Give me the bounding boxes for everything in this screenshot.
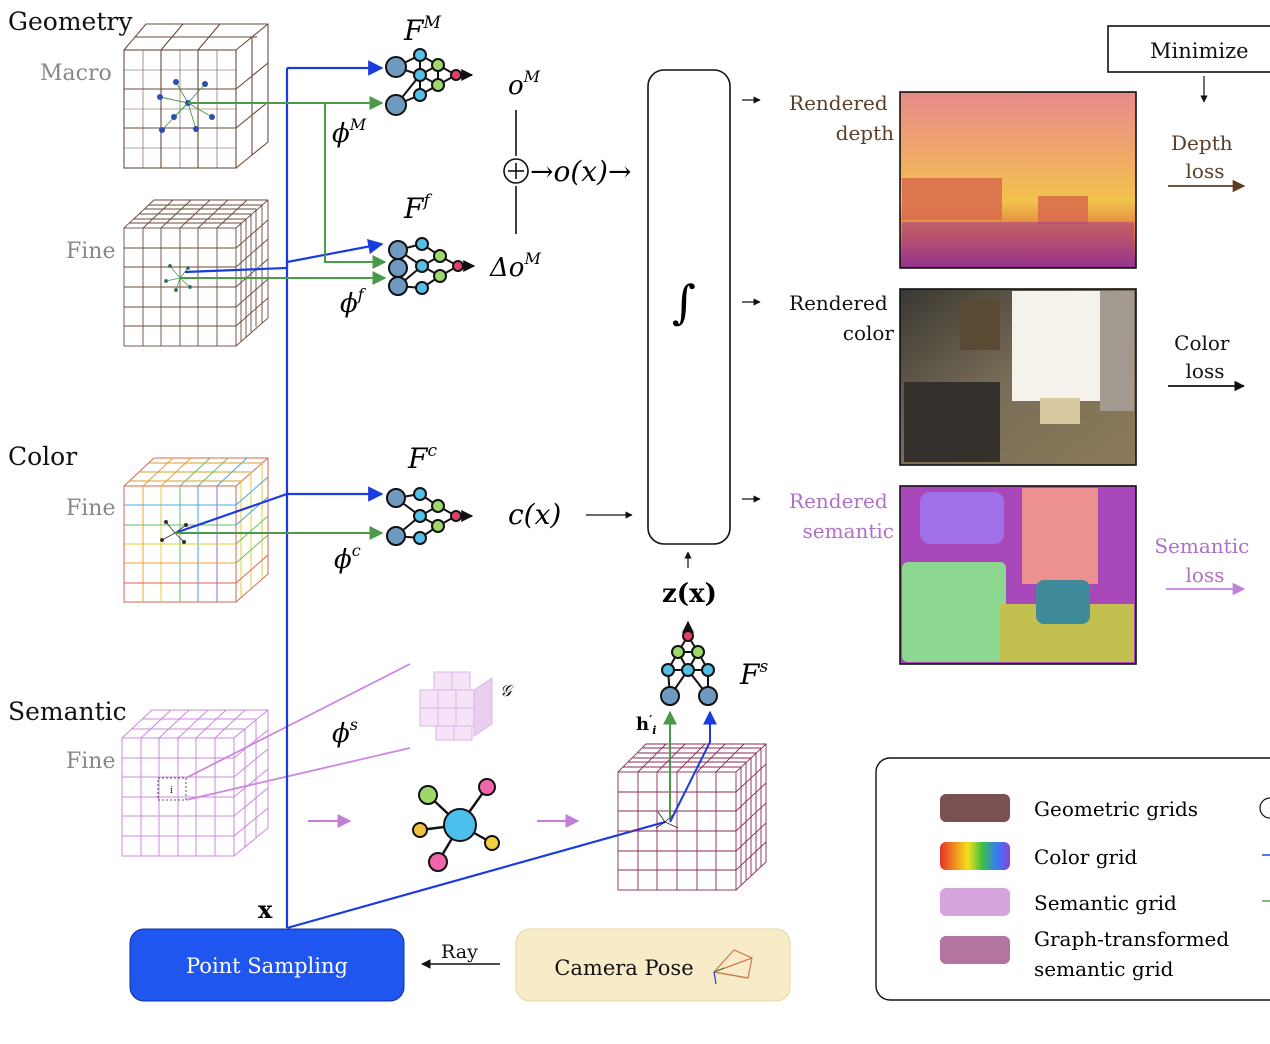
color-loss-label: Color loss: [1174, 331, 1236, 383]
volume-rendering-integral-box: [647, 69, 731, 545]
label-Ff: Ff: [403, 191, 432, 225]
label-c-x: c(x): [508, 498, 561, 531]
label-phic: ϕc: [334, 541, 361, 575]
color-grid-nodes: [159, 520, 188, 545]
x-label: x: [258, 895, 273, 924]
graph-voxel-block: [419, 671, 493, 741]
graph-node-icon: [412, 778, 500, 872]
legend-swatch-graph: [940, 936, 1010, 964]
mlp-icon-Fc: [386, 487, 474, 546]
label-phif: ϕf: [340, 285, 367, 319]
mlp-icon-Ff: [388, 237, 476, 296]
rendered-color-label: Rendered color: [789, 291, 894, 345]
legend-geometric-grids: Geometric grids: [1034, 797, 1198, 821]
camera-pose-box: [515, 928, 791, 1002]
macro-interpolation-nodes: [157, 79, 215, 133]
mlp-icon-Fs: [660, 620, 718, 706]
label-color: Color: [8, 442, 77, 471]
ray-label: Ray: [441, 941, 478, 963]
label-oM: oM: [508, 67, 541, 101]
graph-transformed-grid-cube: [617, 743, 767, 891]
label-fine-color: Fine: [66, 496, 116, 521]
semantic-cell-marker: i: [157, 777, 187, 801]
depth-loss-label: Depth loss: [1171, 131, 1239, 183]
feature-arrow-x-to-Fs: [669, 710, 717, 823]
label-fine-geometry: Fine: [66, 239, 116, 264]
label-macro: Macro: [40, 61, 112, 86]
label-semantic: Semantic: [8, 697, 127, 726]
legend-partial-circle: [1259, 797, 1270, 819]
semantic-projection-line-bottom: [185, 747, 411, 801]
macro-grid-cube: [123, 23, 269, 169]
sample-point-x-lines: [174, 60, 666, 930]
label-FM: FM: [403, 13, 441, 47]
point-sampling-box: [129, 928, 405, 1002]
rendered-depth-image: [899, 91, 1137, 269]
minimize-label: Minimize: [1150, 39, 1249, 63]
fine-geometry-grid-cube: [123, 199, 269, 347]
label-Fc: Fc: [407, 441, 437, 475]
point-sampling-label: Point Sampling: [186, 954, 348, 978]
label-z-x: z(x): [662, 579, 717, 609]
legend-semantic-grid: Semantic grid: [1034, 891, 1177, 915]
label-fine-semantic: Fine: [66, 749, 116, 774]
color-grid-cube: [123, 457, 269, 603]
label-G: 𝒢: [500, 681, 514, 700]
legend-swatch-geometric: [940, 794, 1010, 822]
rendered-semantic-label: Rendered semantic: [789, 489, 894, 543]
rendered-color-image: [899, 288, 1137, 466]
label-o-x: →o(x)→: [530, 155, 631, 188]
fine-geometry-nodes: [163, 263, 192, 292]
label-delta-oM: ΔoM: [489, 249, 541, 283]
legend-swatch-semantic: [940, 888, 1010, 916]
sum-symbol: [503, 158, 529, 184]
camera-pose-label: Camera Pose: [554, 956, 693, 980]
svg-text:i: i: [170, 786, 173, 796]
semantic-projection-line-top: [185, 663, 411, 779]
legend-color-grid: Color grid: [1034, 845, 1137, 869]
integral-symbol: ∫: [672, 275, 696, 329]
label-h-i: h′i: [636, 713, 656, 737]
label-geometry: Geometry: [8, 7, 133, 36]
mlp-icon-FM: [385, 48, 474, 116]
legend-graph-transformed: Graph-transformed semantic grid: [1034, 927, 1236, 981]
semantic-grid-cube: [121, 709, 269, 857]
rendered-depth-label: Rendered depth: [789, 91, 894, 145]
label-phis: ϕs: [332, 715, 358, 749]
minimize-box: [1107, 25, 1270, 73]
feature-arrows-green: [175, 96, 387, 540]
label-phiM: ϕM: [332, 115, 367, 149]
semantic-loss-label: Semantic loss: [1154, 534, 1255, 587]
camera-frustum-icon: [712, 949, 753, 985]
rendered-semantic-image: [899, 485, 1137, 665]
label-Fs: Fs: [739, 657, 768, 691]
legend-swatch-color: [940, 842, 1010, 870]
